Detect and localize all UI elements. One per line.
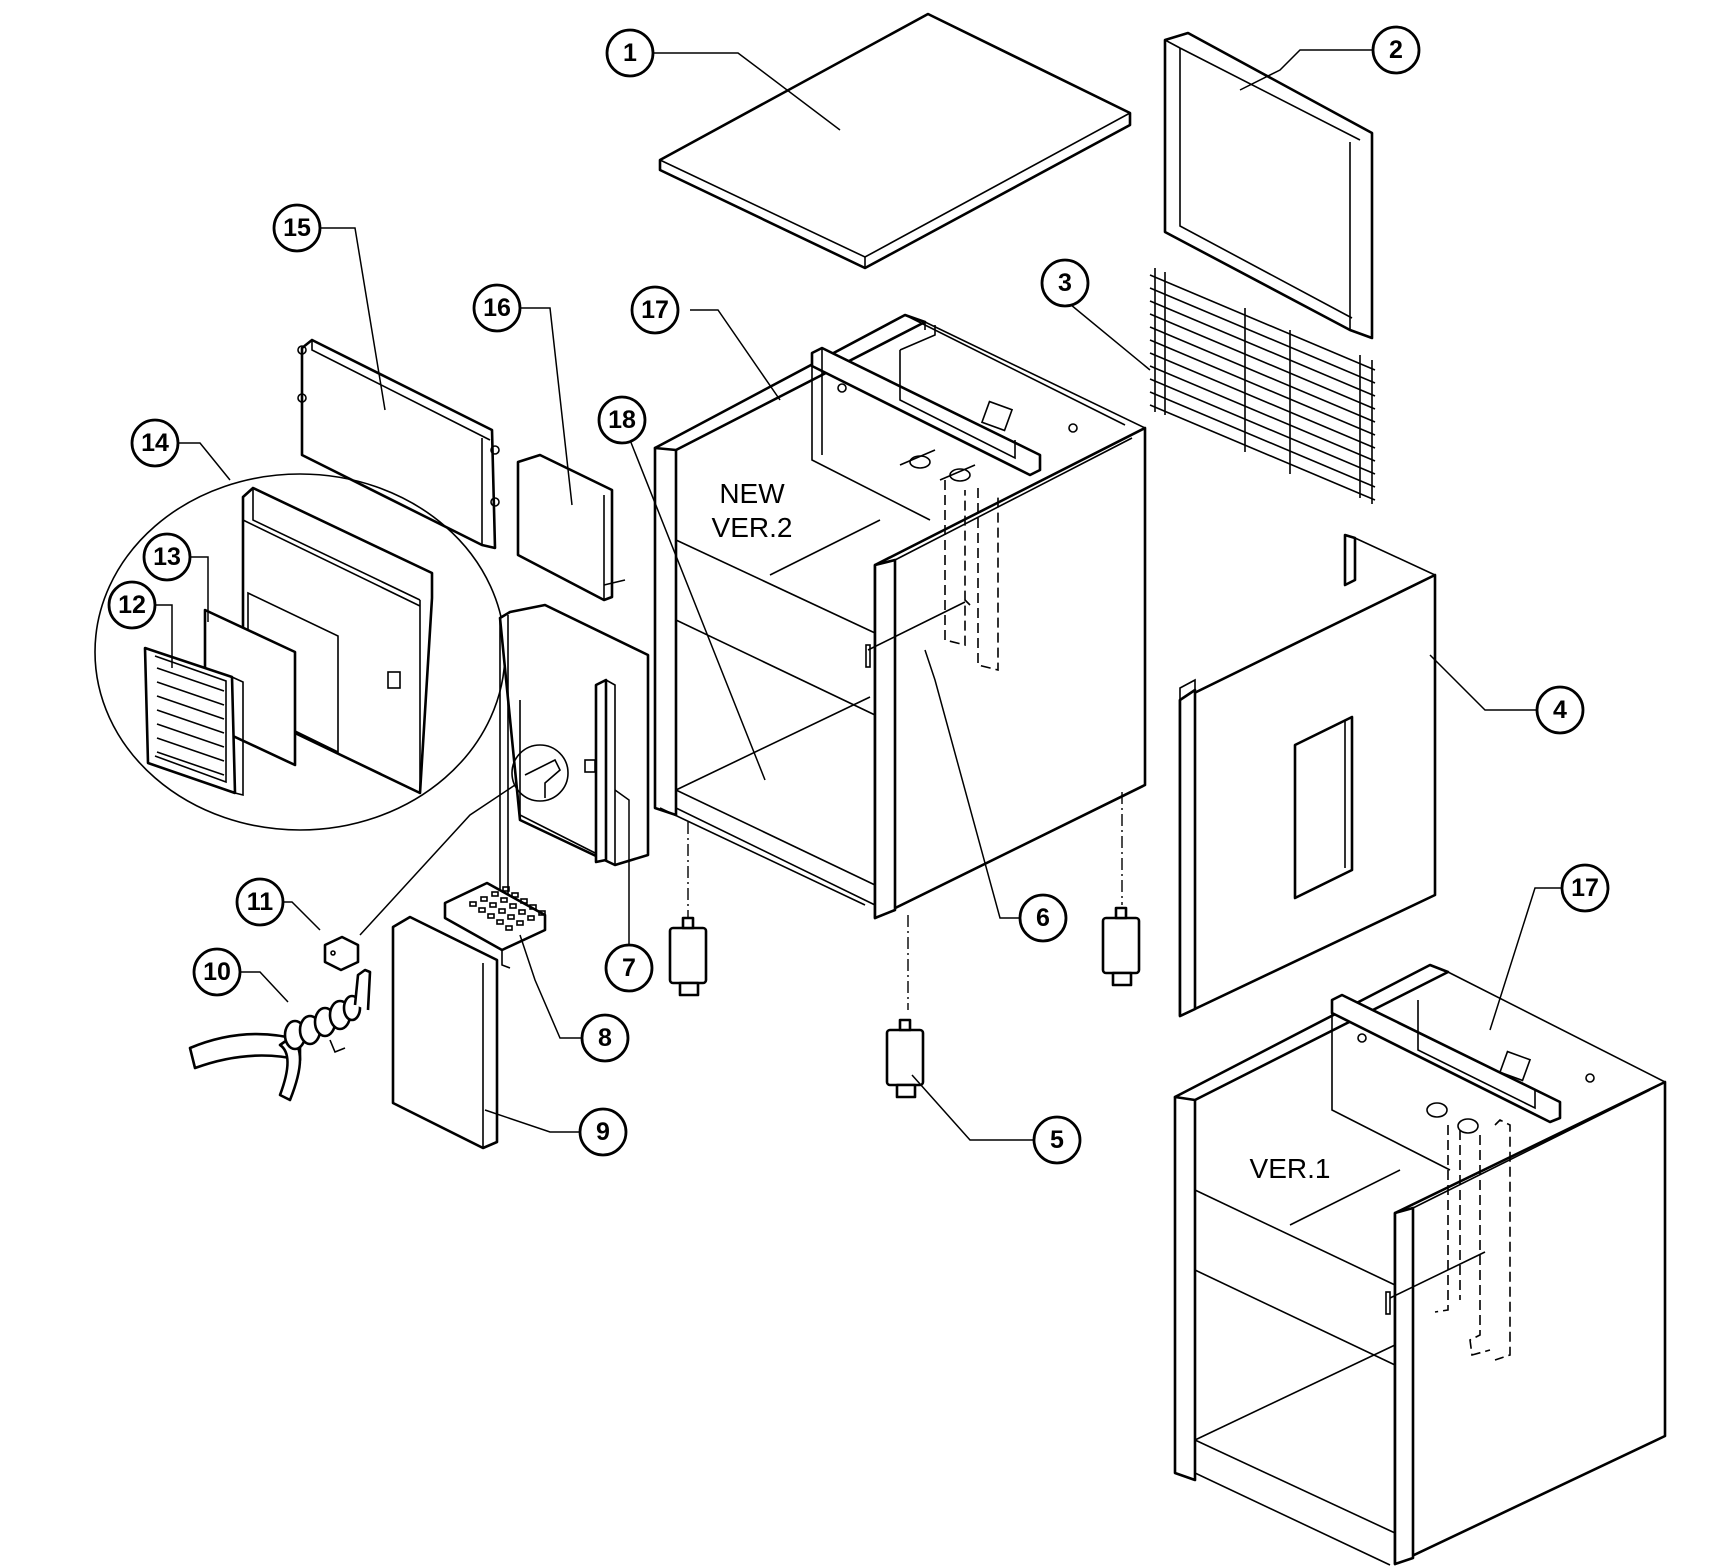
svg-text:7: 7 xyxy=(622,954,636,982)
label-ver1: VER.1 xyxy=(1250,1153,1331,1184)
svg-text:10: 10 xyxy=(203,958,231,986)
label-new: NEW xyxy=(719,478,785,509)
callout-8: 8 xyxy=(580,1013,630,1063)
part-15-panel xyxy=(297,338,500,550)
part-12-vent-grille xyxy=(143,646,244,797)
part-legs xyxy=(668,792,1141,1099)
svg-text:2: 2 xyxy=(1389,36,1403,64)
callout-16: 16 xyxy=(472,283,522,333)
part-9-door-panel xyxy=(391,915,499,1150)
callout-10: 10 xyxy=(192,947,242,997)
callout-11: 11 xyxy=(235,877,285,927)
part-16-panel xyxy=(516,453,626,602)
callout-18: 18 xyxy=(597,395,647,445)
callout-15: 15 xyxy=(272,203,322,253)
part-7-bracket xyxy=(498,603,650,936)
callout-14: 14 xyxy=(130,418,180,468)
callout-17b: 17 xyxy=(1560,863,1610,913)
callout-7: 7 xyxy=(604,943,654,993)
callout-1: 1 xyxy=(605,28,655,78)
part-8-drip-tray xyxy=(443,881,547,969)
callout-5: 5 xyxy=(1032,1115,1082,1165)
callout-9: 9 xyxy=(578,1107,628,1157)
callout-12: 12 xyxy=(107,580,157,630)
svg-text:14: 14 xyxy=(141,429,169,457)
svg-text:12: 12 xyxy=(118,591,146,619)
callout-4: 4 xyxy=(1535,685,1585,735)
callout-17a: 17 xyxy=(630,285,680,335)
svg-text:5: 5 xyxy=(1050,1126,1064,1154)
svg-text:6: 6 xyxy=(1036,904,1050,932)
part-14-front-group xyxy=(94,473,506,831)
part-10-faucet xyxy=(188,968,372,1102)
part-11-block xyxy=(323,935,360,972)
part-side-panel xyxy=(1178,533,1437,1018)
callout-6: 6 xyxy=(1018,893,1068,943)
cabinet-ver1 xyxy=(1173,963,1667,1566)
callout-bubbles: 1 2 3 4 5 6 7 8 9 10 11 12 13 14 15 16 1… xyxy=(107,25,1610,1165)
svg-text:15: 15 xyxy=(283,214,311,242)
part-top-lid xyxy=(658,12,1132,270)
svg-text:18: 18 xyxy=(608,406,636,434)
callout-13: 13 xyxy=(142,532,192,582)
part-rear-frame xyxy=(1163,31,1374,340)
cabinet-new-ver2 xyxy=(653,313,1147,920)
svg-text:4: 4 xyxy=(1553,696,1567,724)
part-condenser-grille xyxy=(1149,268,1376,504)
callout-3: 3 xyxy=(1040,258,1090,308)
svg-text:16: 16 xyxy=(483,294,511,322)
svg-text:1: 1 xyxy=(623,39,637,67)
callout-2: 2 xyxy=(1371,25,1421,75)
svg-text:8: 8 xyxy=(598,1024,612,1052)
svg-text:17: 17 xyxy=(1571,874,1599,902)
svg-text:11: 11 xyxy=(247,888,274,916)
leader-11-to-7 xyxy=(359,784,516,936)
svg-text:13: 13 xyxy=(153,543,181,571)
label-ver2: VER.2 xyxy=(712,512,793,543)
svg-text:9: 9 xyxy=(596,1118,610,1146)
svg-text:17: 17 xyxy=(641,296,669,324)
svg-text:3: 3 xyxy=(1058,269,1072,297)
